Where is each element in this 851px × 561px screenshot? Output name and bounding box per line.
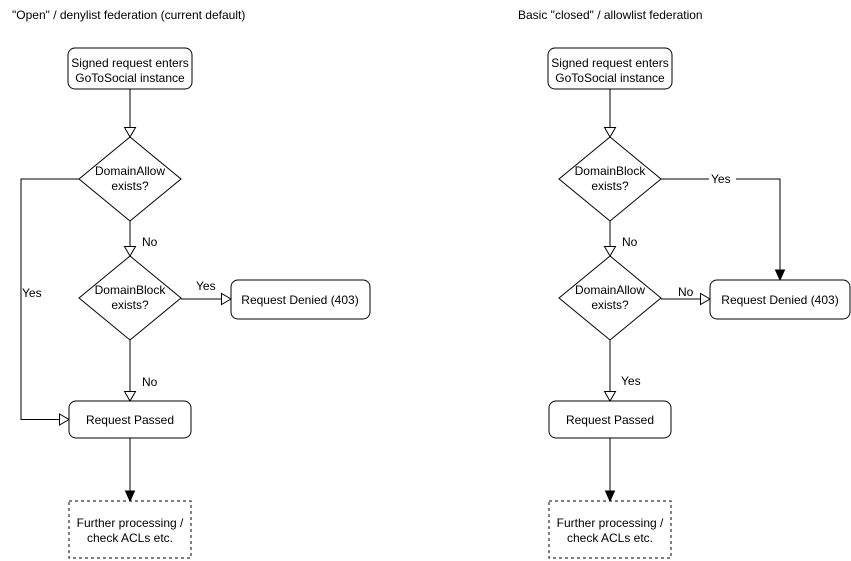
arrowhead-open-icon xyxy=(603,246,617,257)
right-passed-node: Request Passed xyxy=(548,400,672,439)
left-edge-yes-loop-to-passed: Yes xyxy=(20,178,79,426)
right-edge-yes-to-denied: Yes xyxy=(661,171,786,282)
decision-text-line2: exists? xyxy=(591,298,629,312)
denied-node-shape xyxy=(230,279,371,320)
decision-text-line2: exists? xyxy=(591,179,629,193)
further-node-text-line1: Further processing / xyxy=(557,516,664,530)
denied-node-text: Request Denied (403) xyxy=(721,293,838,307)
decision-text-line1: DomainBlock xyxy=(575,164,647,178)
left-edge-passed-to-further xyxy=(124,438,136,503)
arrowhead-open-icon xyxy=(221,292,232,306)
denied-node-shape xyxy=(709,279,851,320)
start-node-text-line1: Signed request enters xyxy=(551,56,668,70)
left-decision1-node: DomainAllow exists? xyxy=(78,136,182,222)
edge-label-yes: Yes xyxy=(711,172,731,186)
decision-diamond-shape xyxy=(78,255,182,341)
denied-node-text: Request Denied (403) xyxy=(241,293,358,307)
start-node-shape xyxy=(547,47,673,90)
arrowhead-open-icon xyxy=(123,391,137,402)
right-edge-decision2-to-passed: Yes xyxy=(603,340,641,402)
further-node-text-line1: Further processing / xyxy=(77,516,184,530)
start-node-text-line2: GoToSocial instance xyxy=(555,71,665,85)
right-edge-decision1-to-decision2: No xyxy=(603,221,638,257)
arrowhead-open-icon xyxy=(603,391,617,402)
edge-label-no: No xyxy=(678,285,694,299)
diagram-title-left: "Open" / denylist federation (current de… xyxy=(12,8,245,22)
edge-label-yes: Yes xyxy=(22,286,42,300)
passed-node-shape xyxy=(548,400,672,439)
right-decision2-node: DomainAllow exists? xyxy=(558,255,662,341)
edge-line xyxy=(20,178,79,420)
passed-node-shape xyxy=(68,400,192,439)
edge-label-yes: Yes xyxy=(196,279,216,293)
start-node-text-line1: Signed request enters xyxy=(71,56,188,70)
left-passed-node: Request Passed xyxy=(68,400,192,439)
decision-text-line1: DomainBlock xyxy=(95,283,167,297)
further-node-text-line2: check ACLs etc. xyxy=(87,531,173,545)
edge-line xyxy=(661,178,781,270)
further-node-text-line2: check ACLs etc. xyxy=(567,531,653,545)
right-start-node: Signed request enters GoToSocial instanc… xyxy=(547,47,673,90)
left-edge-decision1-to-decision2: No xyxy=(123,221,158,257)
decision-diamond-shape xyxy=(558,255,662,341)
decision-diamond-shape xyxy=(558,136,662,222)
edge-label-no: No xyxy=(622,235,638,249)
left-start-node: Signed request enters GoToSocial instanc… xyxy=(67,47,193,90)
arrowhead-filled-icon xyxy=(604,490,616,503)
left-edge-decision2-to-denied: Yes xyxy=(181,279,232,306)
passed-node-text: Request Passed xyxy=(86,413,174,427)
left-edge-decision2-to-passed: No xyxy=(123,340,158,402)
arrowhead-open-icon xyxy=(700,292,711,306)
edge-label-background xyxy=(709,171,736,184)
start-node-shape xyxy=(67,47,193,90)
decision-diamond-shape xyxy=(78,136,182,222)
left-decision2-node: DomainBlock exists? xyxy=(78,255,182,341)
right-denied-node: Request Denied (403) xyxy=(709,279,851,320)
left-further-node: Further processing / check ACLs etc. xyxy=(68,500,192,559)
edge-label-no: No xyxy=(142,235,158,249)
arrowhead-open-icon xyxy=(123,246,137,257)
edge-label-yes: Yes xyxy=(621,374,641,388)
right-diagram: Basic "closed" / allowlist federation Ye… xyxy=(518,8,851,559)
decision-text-line1: DomainAllow xyxy=(95,164,165,178)
left-diagram: "Open" / denylist federation (current de… xyxy=(12,8,371,559)
arrowhead-open-icon xyxy=(123,127,137,138)
further-node-shape xyxy=(68,500,192,559)
passed-node-text: Request Passed xyxy=(566,413,654,427)
right-edge-decision2-to-denied: No xyxy=(661,285,711,306)
edge-label-no: No xyxy=(142,375,158,389)
left-denied-node: Request Denied (403) xyxy=(230,279,371,320)
decision-text-line2: exists? xyxy=(111,179,149,193)
arrowhead-open-icon xyxy=(59,413,70,426)
left-edge-start-to-decision1 xyxy=(123,89,137,138)
right-edge-passed-to-further xyxy=(604,438,616,503)
decision-text-line1: DomainAllow xyxy=(575,283,645,297)
decision-text-line2: exists? xyxy=(111,298,149,312)
arrowhead-open-icon xyxy=(603,127,617,138)
right-decision1-node: DomainBlock exists? xyxy=(558,136,662,222)
arrowhead-filled-icon xyxy=(124,490,136,503)
right-further-node: Further processing / check ACLs etc. xyxy=(548,500,672,559)
diagram-title-right: Basic "closed" / allowlist federation xyxy=(518,8,703,22)
start-node-text-line2: GoToSocial instance xyxy=(75,71,185,85)
further-node-shape xyxy=(548,500,672,559)
right-edge-start-to-decision1 xyxy=(603,89,617,138)
arrowhead-filled-icon xyxy=(774,269,786,282)
